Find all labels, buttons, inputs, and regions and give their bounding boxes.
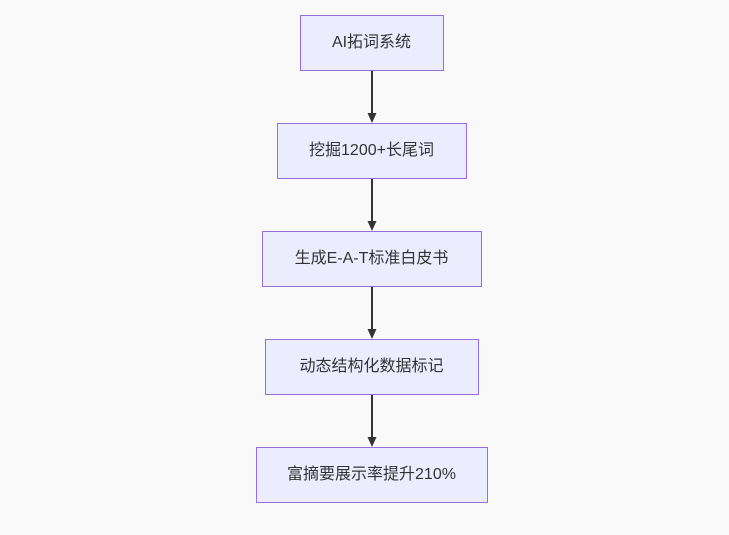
node-label: 富摘要展示率提升210% xyxy=(287,466,456,483)
arrow-down-icon xyxy=(367,179,376,231)
node-label: 挖掘1200+长尾词 xyxy=(309,142,434,159)
arrow-down-icon xyxy=(367,287,376,339)
flowchart-node-structured-data: 动态结构化数据标记 xyxy=(264,339,479,395)
arrow-down-icon xyxy=(367,71,376,123)
node-label: 动态结构化数据标记 xyxy=(299,358,444,375)
arrow-down-icon xyxy=(367,395,376,447)
flowchart-node-longtail-keywords: 挖掘1200+长尾词 xyxy=(276,123,467,179)
flowchart-canvas: AI拓词系统 挖掘1200+长尾词 生成E-A-T标准白皮书 动态结构化数据标记… xyxy=(7,0,729,535)
flowchart-node-ai-word-system: AI拓词系统 xyxy=(299,15,444,71)
flowchart-node-rich-snippet-result: 富摘要展示率提升210% xyxy=(255,447,488,503)
node-label: 生成E-A-T标准白皮书 xyxy=(294,250,449,267)
flowchart-node-eat-whitepaper: 生成E-A-T标准白皮书 xyxy=(261,231,482,287)
node-label: AI拓词系统 xyxy=(331,34,412,51)
